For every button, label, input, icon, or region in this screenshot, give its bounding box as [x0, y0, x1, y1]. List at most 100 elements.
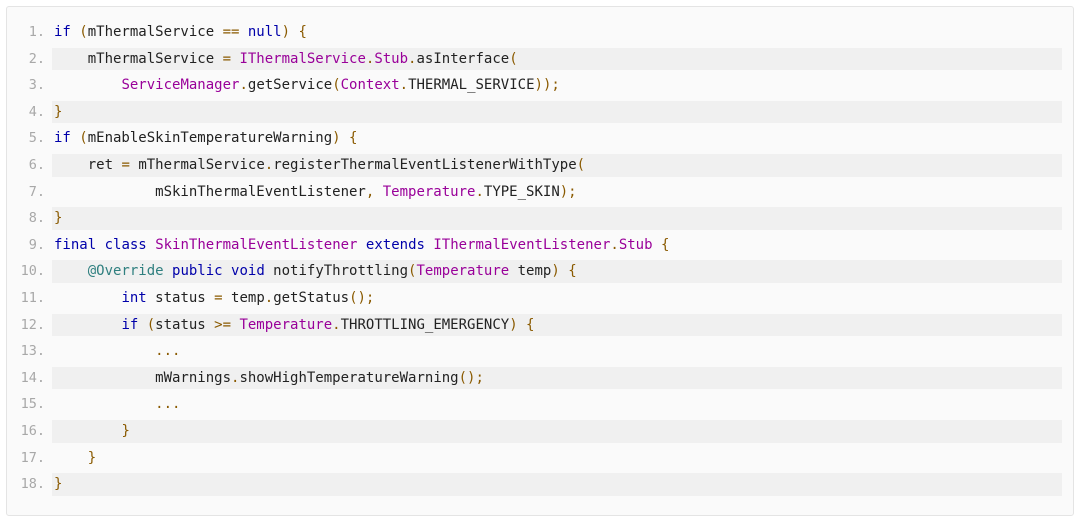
code-token: )); — [534, 77, 560, 94]
code-token: } — [121, 422, 130, 439]
line-number: 7. — [28, 183, 45, 200]
code-line: 15. ... — [7, 391, 1075, 418]
code-token — [164, 263, 172, 279]
code-token: class — [104, 236, 147, 253]
code-token: { — [652, 236, 670, 253]
code-token: IThermalService — [239, 50, 366, 67]
code-token: >= — [205, 316, 240, 333]
code-token: SkinThermalEventListener — [155, 236, 358, 253]
code-line: 3. ServiceManager.getService(Context.THE… — [7, 72, 1075, 99]
line-number: 2. — [28, 50, 45, 67]
code-token: ( — [509, 50, 518, 67]
code-token: notifyThrottling — [264, 263, 409, 280]
code-token: Temperature — [239, 316, 333, 333]
code-token: Context — [340, 77, 400, 94]
code-text: ... — [52, 340, 1062, 363]
code-line: 1.if (mThermalService == null) { — [7, 19, 1075, 46]
code-text: ServiceManager.getService(Context.THERMA… — [52, 74, 1062, 97]
code-text: } — [52, 100, 1062, 124]
code-token: . — [408, 50, 417, 67]
line-number: 10. — [20, 263, 45, 280]
code-token — [54, 317, 121, 333]
code-token: ) { — [551, 263, 577, 280]
code-token: . — [399, 77, 409, 94]
code-token: Stub — [374, 50, 409, 67]
code-token: mThermalService — [138, 156, 265, 173]
code-token: } — [87, 449, 97, 466]
code-token: , — [365, 183, 383, 200]
code-token: Stub — [618, 236, 653, 253]
line-number: 1. — [28, 24, 45, 40]
line-number: 13. — [20, 343, 45, 360]
code-line: 12. if (status >= Temperature.THROTTLING… — [7, 312, 1075, 339]
code-token: ServiceManager — [121, 77, 240, 94]
line-number: 11. — [20, 289, 45, 306]
code-token: ); — [559, 183, 577, 200]
code-token: (); — [349, 289, 375, 306]
code-token — [54, 396, 155, 412]
code-token: IThermalEventListener — [433, 236, 611, 253]
code-token — [223, 263, 231, 279]
code-token — [54, 343, 155, 359]
code-token — [54, 77, 121, 93]
code-text: mThermalService = IThermalService.Stub.a… — [52, 47, 1062, 71]
code-token: } — [54, 476, 63, 493]
code-token: public — [172, 263, 223, 280]
code-token: (); — [458, 369, 484, 386]
code-line-list: 1.if (mThermalService == null) { 2. mTher… — [7, 19, 1075, 498]
line-number: 4. — [28, 103, 45, 120]
code-token: mEnableSkinTemperatureWarning — [87, 130, 333, 147]
code-token: ( — [408, 263, 417, 280]
code-text: } — [52, 207, 1062, 230]
code-text: } — [52, 447, 1062, 470]
code-text: int status = temp.getStatus(); — [52, 287, 1062, 310]
code-token: asInterface — [416, 50, 510, 67]
line-number: 14. — [20, 369, 45, 386]
line-number: 9. — [28, 236, 45, 253]
code-text: if (status >= Temperature.THROTTLING_EME… — [52, 313, 1062, 337]
code-token: . — [264, 289, 274, 306]
code-token: registerThermalEventListenerWithType — [273, 156, 577, 173]
code-token: . — [365, 50, 375, 67]
code-token: Temperature — [382, 183, 476, 200]
code-token: = — [214, 50, 240, 67]
code-token — [54, 263, 88, 279]
code-token: temp — [231, 289, 265, 306]
code-token: showHighTemperatureWarning — [239, 369, 459, 386]
code-token: = — [113, 156, 139, 173]
code-token: ) { — [509, 316, 535, 333]
code-token: ret — [54, 156, 114, 173]
code-token: getService — [247, 77, 333, 94]
code-token: temp — [509, 263, 552, 280]
code-text: } — [52, 473, 1062, 496]
line-number: 16. — [20, 422, 45, 439]
code-token: @Override — [87, 263, 164, 280]
code-line: 10. @Override public void notifyThrottli… — [7, 258, 1075, 285]
code-token: ( — [332, 77, 341, 94]
code-token: ( — [138, 316, 156, 333]
code-line: 5.if (mEnableSkinTemperatureWarning) { — [7, 125, 1075, 152]
code-token: final — [54, 236, 97, 253]
code-token: . — [239, 77, 248, 94]
code-token: mThermalService — [54, 50, 215, 67]
code-line: 8.} — [7, 205, 1075, 232]
code-text: mSkinThermalEventListener, Temperature.T… — [52, 181, 1062, 204]
code-token: . — [332, 316, 341, 333]
code-text: ret = mThermalService.registerThermalEve… — [52, 153, 1062, 177]
code-token — [147, 237, 155, 253]
code-token: ) { — [281, 24, 307, 40]
code-token: mWarnings — [54, 369, 232, 386]
code-token: ( — [70, 24, 88, 40]
line-number: 5. — [28, 130, 45, 147]
code-text: } — [52, 419, 1062, 443]
code-line: 16. } — [7, 418, 1075, 445]
code-token: extends — [365, 236, 425, 253]
code-token: . — [475, 183, 484, 200]
code-token: status — [155, 316, 206, 333]
code-token — [96, 237, 104, 253]
code-token: == — [214, 24, 248, 40]
code-token: int — [121, 289, 147, 306]
code-line: 4.} — [7, 99, 1075, 126]
code-token: ) { — [332, 130, 358, 147]
code-token — [54, 423, 121, 439]
